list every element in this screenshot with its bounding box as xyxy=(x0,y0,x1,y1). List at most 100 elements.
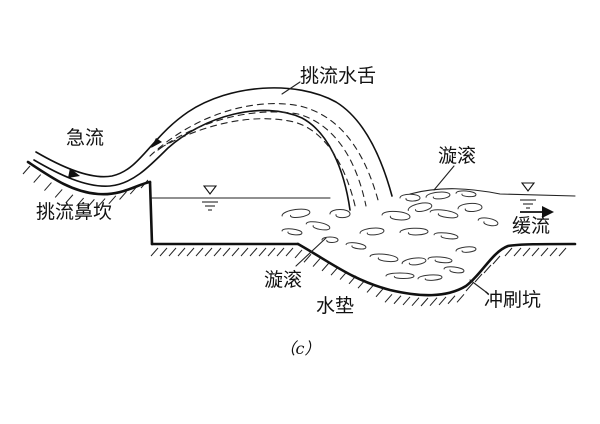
roller-swirl xyxy=(457,202,483,213)
label-huanliu: 缓流 xyxy=(512,215,550,237)
jet-streamline-3 xyxy=(159,118,357,211)
hatch-stroke xyxy=(492,255,501,265)
hatch-stroke xyxy=(375,288,384,298)
hatch-stroke xyxy=(258,247,267,257)
hatch-stroke xyxy=(76,197,85,207)
roller-swirl xyxy=(429,209,459,219)
hatch-stroke xyxy=(177,247,186,257)
hatch-stroke xyxy=(97,198,106,207)
roller-swirl xyxy=(281,208,311,218)
hatch-stroke xyxy=(384,294,393,303)
roller-swirl xyxy=(359,227,385,236)
roller-swirl xyxy=(399,193,421,202)
roller-swirl xyxy=(401,257,427,266)
hatch-stroke xyxy=(465,282,474,292)
roller-swirl xyxy=(455,246,477,253)
hatch-stroke xyxy=(294,249,303,259)
hatch-stroke xyxy=(150,247,159,257)
hatch-stroke xyxy=(483,264,492,274)
hatch-stroke xyxy=(33,174,42,183)
leader-chongshuakeng xyxy=(469,279,487,293)
leader-xuangun-left xyxy=(295,237,327,267)
roller-swirl xyxy=(345,242,367,250)
jet-arrow-head-upstream xyxy=(68,168,80,178)
hatch-stroke xyxy=(240,247,249,257)
hatch-stroke xyxy=(549,247,558,257)
hatch-stroke xyxy=(456,294,465,303)
label-xuangun-right: 漩滚 xyxy=(438,145,476,167)
hatch-stroke xyxy=(513,247,522,257)
hatch-stroke xyxy=(303,253,312,263)
hatch-stroke xyxy=(429,297,438,307)
roller-swirl xyxy=(477,217,499,227)
label-shuidian: 水垫 xyxy=(316,295,354,317)
roller-swirl xyxy=(417,274,443,281)
label-tiaoliu-bikan: 挑流鼻坎 xyxy=(36,201,112,223)
hatch-stroke xyxy=(213,247,222,257)
figure-caption: （c） xyxy=(280,339,321,358)
scour-hole-bed xyxy=(296,242,577,297)
hatch-stroke xyxy=(438,296,447,306)
hatch-stroke xyxy=(54,189,63,198)
hatch-stroke xyxy=(276,247,285,257)
hatch-stroke xyxy=(186,247,195,257)
ground-hatching xyxy=(22,165,567,307)
roller-turbulence xyxy=(281,190,499,281)
roller-swirl xyxy=(425,191,451,200)
jet-streamline-2 xyxy=(157,111,367,207)
hatch-stroke xyxy=(44,182,52,191)
hatch-stroke xyxy=(119,191,127,200)
hatch-stroke xyxy=(195,247,204,257)
hatch-stroke xyxy=(474,273,483,283)
roller-swirl xyxy=(407,202,433,212)
hatch-stroke xyxy=(447,295,456,305)
roller-swirl xyxy=(443,266,465,274)
jet-streamline-1 xyxy=(149,103,379,201)
hatch-stroke xyxy=(393,295,402,305)
roller-swirl xyxy=(399,227,429,236)
hatch-stroke xyxy=(420,297,429,307)
hatch-stroke xyxy=(522,247,531,257)
roller-swirl xyxy=(281,228,303,236)
hatch-stroke xyxy=(285,247,294,257)
roller-swirl xyxy=(305,221,331,231)
downstream-flow-arrow-head xyxy=(542,206,554,218)
hatch-stroke xyxy=(168,247,177,257)
hatch-stroke xyxy=(22,165,31,175)
hatch-stroke xyxy=(86,199,95,208)
roller-swirl xyxy=(321,236,339,243)
jet-arrow-head xyxy=(151,138,162,148)
roller-swirl xyxy=(433,232,459,240)
roller-swirl xyxy=(329,209,351,219)
hatch-stroke xyxy=(231,247,240,257)
hatch-stroke xyxy=(108,195,117,205)
hatch-stroke xyxy=(204,247,213,257)
upstream-bed-and-bucket xyxy=(26,160,152,196)
hatch-stroke xyxy=(267,247,276,257)
water-level-marker-left xyxy=(202,185,218,211)
label-tiaoliu-shuishe: 挑流水舌 xyxy=(300,65,376,87)
roller-swirl xyxy=(385,272,415,279)
hatch-stroke xyxy=(402,296,411,306)
roller-swirl xyxy=(427,256,453,264)
tailwater-surface-right xyxy=(409,188,576,197)
leader-xuangun-right xyxy=(433,165,455,191)
hatch-stroke xyxy=(65,194,74,204)
roller-swirl xyxy=(381,210,411,221)
hatch-stroke xyxy=(411,297,420,307)
hatch-stroke xyxy=(222,247,231,257)
label-chongshuakeng: 冲刷坑 xyxy=(484,289,541,311)
hatch-stroke xyxy=(312,258,321,267)
water-level-marker-right xyxy=(520,182,536,209)
jet-upper-boundary xyxy=(35,87,393,197)
leader-tiaoliu-shuishe xyxy=(281,81,301,95)
hatch-stroke xyxy=(249,247,258,257)
label-jiliu: 急流 xyxy=(66,127,104,149)
hatch-stroke xyxy=(558,247,567,257)
label-xuangun-left: 漩滚 xyxy=(264,269,302,291)
roller-swirl xyxy=(455,190,477,198)
bucket-lip xyxy=(148,180,154,246)
hatch-stroke xyxy=(504,247,513,257)
hatch-stroke xyxy=(531,247,540,257)
